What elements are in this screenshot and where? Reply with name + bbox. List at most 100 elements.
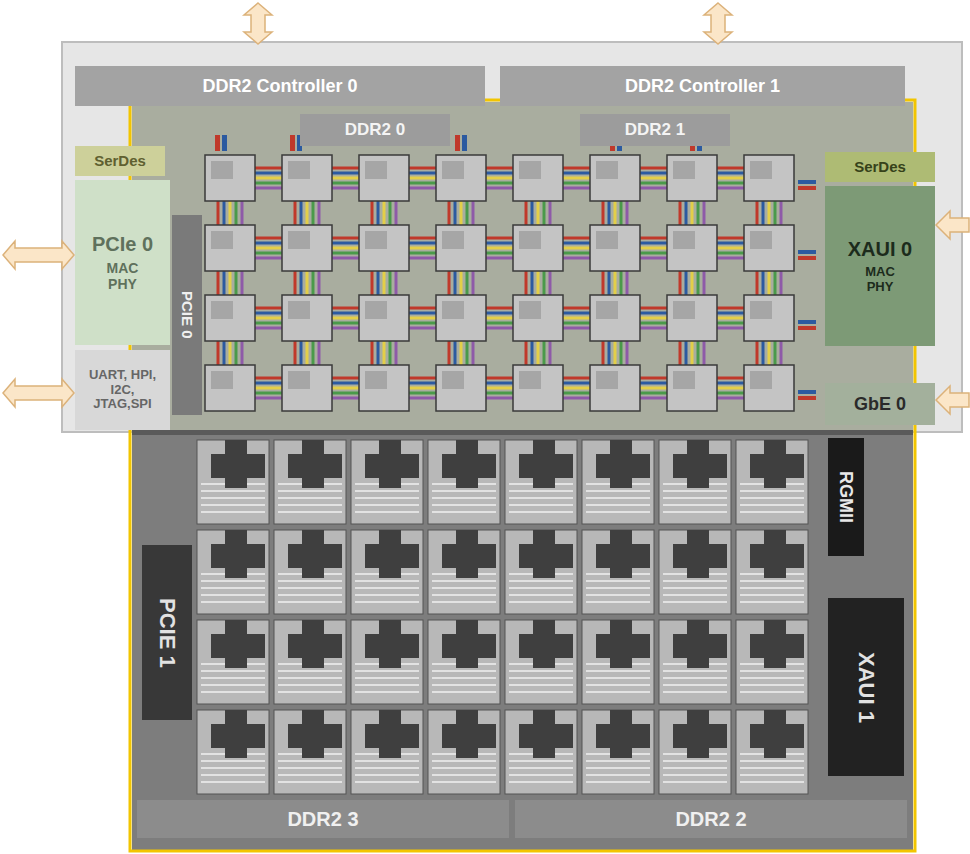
mesh-link <box>332 167 359 170</box>
die-switch <box>211 710 265 758</box>
mesh-link <box>255 312 282 315</box>
mesh-link <box>332 182 359 185</box>
tile <box>436 365 486 411</box>
tile <box>205 295 255 341</box>
die-stripe <box>509 580 573 582</box>
tile-core <box>442 161 464 179</box>
chip-block: PCIe 0MAC PHY <box>75 180 170 345</box>
die-stripe <box>432 781 496 783</box>
mesh-link <box>691 201 694 225</box>
mesh-link <box>703 271 706 295</box>
die-tile <box>428 440 500 524</box>
die-stripe <box>201 490 265 492</box>
tile-core <box>211 371 233 389</box>
die-stripe <box>586 497 650 499</box>
mesh-link <box>762 271 765 295</box>
mesh-link <box>703 341 706 365</box>
mesh-link <box>486 382 513 385</box>
tile <box>590 295 640 341</box>
tile-core <box>288 301 310 319</box>
die-switch <box>596 710 650 758</box>
io-arrow <box>704 3 732 44</box>
die-stripe <box>740 580 804 582</box>
mesh-link <box>486 307 513 310</box>
die-stripe <box>509 497 573 499</box>
die-stripe <box>201 580 265 582</box>
die-stripe <box>586 760 650 762</box>
mesh-link <box>255 387 282 390</box>
die-stripe <box>586 580 650 582</box>
block-label: PCIE 1 <box>154 598 179 668</box>
die-stripe <box>432 670 496 672</box>
mesh-link <box>409 257 436 260</box>
block-label: DDR2 Controller 1 <box>625 76 780 97</box>
mesh-link <box>717 397 744 400</box>
mesh-link <box>537 271 540 295</box>
die-stripe <box>740 594 804 596</box>
mesh-link <box>460 201 463 225</box>
mesh-link <box>640 257 667 260</box>
die-stripe <box>663 670 727 672</box>
die-stripe <box>586 601 650 603</box>
mesh-link <box>255 317 282 320</box>
tile-core <box>519 231 541 249</box>
mesh-link <box>318 201 321 225</box>
die-stripe <box>586 774 650 776</box>
mesh-link <box>486 387 513 390</box>
chip-block: GbE 0 <box>825 383 935 425</box>
mesh-link <box>563 382 590 385</box>
mesh-link <box>563 312 590 315</box>
tile-core <box>288 371 310 389</box>
die-stripe <box>509 511 573 513</box>
die-tiles <box>197 440 808 794</box>
mesh-link <box>563 172 590 175</box>
die-tile <box>197 530 269 614</box>
mesh-link <box>409 237 436 240</box>
die-switch <box>211 620 265 668</box>
mesh-link <box>756 271 759 295</box>
block-label: XAUI 1 <box>853 652 878 723</box>
mesh-link <box>332 242 359 245</box>
mesh-link <box>383 341 386 365</box>
tile <box>667 295 717 341</box>
die-tile <box>197 440 269 524</box>
mesh-link <box>691 271 694 295</box>
tile-core <box>596 371 618 389</box>
die-stripe <box>740 767 804 769</box>
die-tile <box>351 530 423 614</box>
die-stripe <box>355 691 419 693</box>
die-switch <box>673 710 727 758</box>
tile-core <box>750 371 772 389</box>
mesh-link <box>626 271 629 295</box>
die-switch <box>288 710 342 758</box>
io-link <box>290 135 295 151</box>
die-tile <box>736 620 808 704</box>
die-stripe <box>663 601 727 603</box>
mesh-link <box>608 201 611 225</box>
tile-grid <box>205 135 816 411</box>
die-stripe <box>586 781 650 783</box>
die-tile <box>505 710 577 794</box>
tile-core <box>442 371 464 389</box>
die-tile <box>274 530 346 614</box>
die-body <box>132 102 913 850</box>
mesh-link <box>563 252 590 255</box>
mesh-link <box>409 242 436 245</box>
mesh-link <box>640 317 667 320</box>
io-link <box>222 135 227 151</box>
tile-core <box>365 231 387 249</box>
die-switch <box>673 440 727 488</box>
die-stripe <box>586 670 650 672</box>
die-stripe <box>201 684 265 686</box>
tile-core <box>211 161 233 179</box>
die-stripe <box>201 774 265 776</box>
die-stripe <box>278 490 342 492</box>
mesh-link <box>448 271 451 295</box>
mesh-link <box>640 172 667 175</box>
die-tile <box>659 710 731 794</box>
die-tile <box>736 530 808 614</box>
mesh-link <box>486 312 513 315</box>
block-label: RGMII <box>836 471 857 523</box>
die-stripe <box>663 677 727 679</box>
die-stripe <box>509 767 573 769</box>
